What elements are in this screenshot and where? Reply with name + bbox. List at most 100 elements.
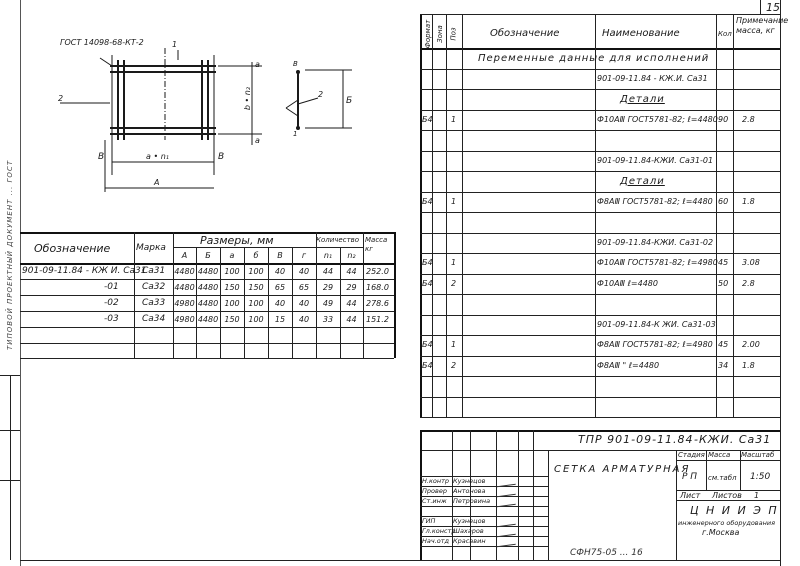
callout-1: 1: [172, 40, 178, 49]
table-cell: 40: [274, 299, 286, 308]
table-cell: 100: [248, 267, 264, 276]
sheet-footer: СФН75-05 ... 16: [570, 548, 643, 558]
document-code: ТПР 901-09-11.84: [578, 433, 694, 446]
spec-row-name: Ф8АⅢ ГОСТ5781-82; ℓ=4980: [597, 340, 713, 349]
mass-label: Масса: [708, 451, 731, 459]
dim-a-n1: a • n₁: [146, 152, 169, 161]
staff-role: ГИП: [422, 517, 436, 525]
spec-row-qty: 45: [718, 258, 729, 267]
page-number: 15: [766, 1, 780, 14]
table-cell: 44: [346, 299, 357, 308]
callout-2-left: 2: [58, 94, 64, 103]
table-cell: 29: [322, 283, 334, 292]
right-frame-line: [780, 0, 781, 566]
dim-B: Б: [346, 96, 353, 106]
table-row-designation: -01: [104, 282, 119, 292]
table-cell: 40: [298, 299, 310, 308]
left-margin-line: [20, 0, 21, 566]
spec-row-qty: 45: [718, 340, 729, 349]
spec-row-position: 1: [451, 340, 457, 349]
table-cell: 4480: [174, 267, 195, 276]
spec-row-name: Ф10АⅢ ГОСТ5781-82; ℓ=4980: [597, 258, 718, 267]
table-cell: 44: [346, 315, 357, 324]
spec-row-note: 1.8: [742, 360, 755, 370]
document-code-suffix: -КЖИ. Са31: [694, 433, 772, 446]
spec-row-format: Б4: [422, 340, 433, 349]
spec-row-note: 2.00: [742, 340, 760, 349]
spec-row-qty: 60: [718, 196, 729, 206]
spec-header-name: Наименование: [602, 28, 680, 39]
stage-label: Стадия: [678, 451, 705, 459]
spec-row-qty: 34: [718, 360, 729, 370]
spec-row-name: Ф8АⅢ ГОСТ5781-82; ℓ=4480: [597, 196, 713, 206]
table-row-mass: 278.6: [366, 299, 389, 308]
spec-row-group-title: Детали: [620, 176, 665, 187]
mass-value: см.табл: [708, 474, 737, 482]
spec-header-designation: Обозначение: [490, 28, 560, 39]
col-header-mark: Марка: [136, 243, 166, 253]
spec-row-note: 1.8: [742, 196, 755, 206]
table-cell: 44: [322, 267, 334, 276]
spec-row-position: 1: [451, 258, 457, 267]
table-row-designation: -02: [104, 298, 119, 308]
table-row-mass: 151.2: [366, 315, 389, 324]
dim-a-bottom: a: [255, 136, 260, 145]
table-cell: 150: [224, 283, 240, 292]
spec-row-position: 2: [451, 278, 457, 288]
col-header-mass: Масса кг: [365, 236, 388, 253]
size-sub-header: Б: [205, 251, 211, 260]
spec-row-note: 3.08: [742, 258, 760, 267]
table-cell: 15: [274, 315, 286, 324]
table-cell: 4480: [197, 283, 219, 292]
staff-role: Ст.инж: [422, 497, 447, 505]
spec-row-position: 1: [451, 114, 457, 124]
table-row-mark: Са31: [142, 266, 166, 276]
table-cell: 100: [224, 299, 240, 308]
table-cell: 4480: [197, 267, 219, 276]
staff-role: Гл.констр: [422, 527, 456, 535]
stage-value: Р П: [682, 472, 698, 482]
table-cell: 29: [346, 283, 357, 292]
sheet-label: Лист: [680, 491, 701, 500]
staff-name: Кузнецов: [453, 477, 486, 485]
spec-header-qty: Кол: [718, 30, 732, 38]
staff-role: Н.контр: [422, 477, 450, 485]
spec-row-note: 2.8: [742, 278, 755, 288]
table-cell: 40: [274, 267, 286, 276]
spec-row-format: Б4: [422, 278, 433, 288]
sheets-label: Листов: [712, 491, 742, 500]
dim-A: A: [154, 178, 160, 187]
spec-row-position: 2: [451, 360, 457, 370]
spec-row-name: Ф10АⅢ ℓ=4480: [597, 278, 658, 288]
table-cell: 150: [224, 315, 240, 324]
product-name: Сетка арматурная: [554, 464, 691, 475]
size-sub-header: В: [277, 251, 283, 260]
size-sub-header: n₂: [347, 251, 356, 260]
table-cell: 4980: [174, 315, 195, 324]
table-cell: 100: [248, 299, 264, 308]
organization-city: г.Москва: [702, 528, 740, 537]
callout-2-right: 2: [318, 90, 324, 99]
size-sub-header: А: [181, 251, 188, 260]
staff-name: Антонова: [453, 487, 486, 495]
spec-header-pos: Поз: [449, 27, 458, 41]
spec-row-name: Ф8АⅢ " ℓ=4480: [597, 360, 660, 370]
size-sub-header: n₁: [323, 251, 333, 260]
spec-row-position: 1: [451, 196, 457, 206]
table-cell: 100: [248, 315, 264, 324]
spec-row-qty: 90: [718, 114, 729, 124]
table-cell: 100: [224, 267, 240, 276]
table-row-mark: Са33: [142, 298, 166, 308]
table-cell: 4480: [197, 315, 219, 324]
table-row-mass: 168.0: [366, 283, 389, 292]
table-row-designation: -03: [104, 314, 119, 324]
dim-b-n2: b • n₂: [243, 86, 253, 111]
bottom-frame-line: [20, 560, 780, 561]
staff-name: Кузнецов: [453, 517, 486, 525]
spec-row-name: 901-09-11.84-КЖИ. Са31-01: [597, 155, 714, 165]
size-sub-header: а: [229, 251, 235, 260]
table-cell: 49: [322, 299, 334, 308]
section-label-1: 1: [293, 130, 298, 138]
spec-row-format: Б4: [422, 114, 433, 124]
col-header-designation: Обозначение: [34, 242, 111, 255]
